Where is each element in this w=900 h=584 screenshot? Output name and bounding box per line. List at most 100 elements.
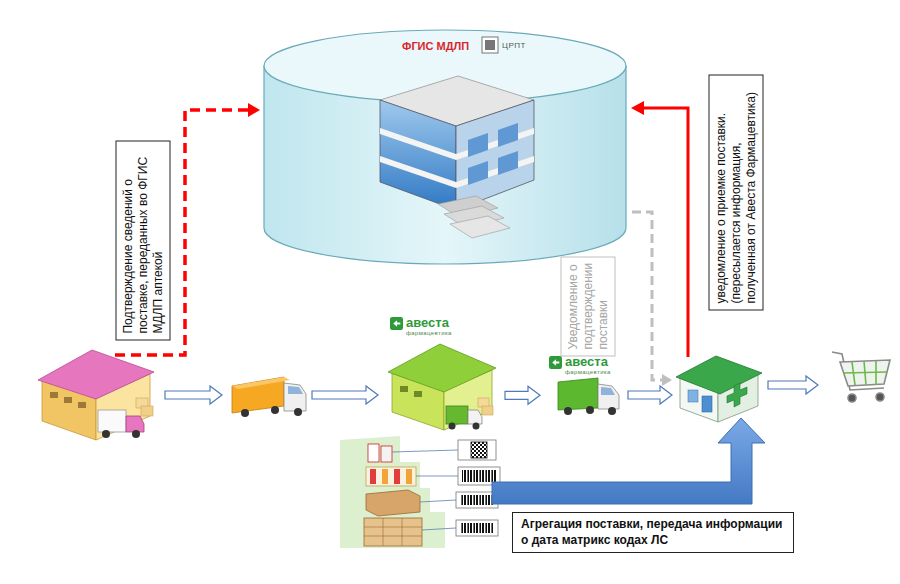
truck-orange-part — [294, 408, 302, 416]
warehouse-pink-part — [98, 410, 126, 432]
shopping-cart-part — [876, 393, 884, 401]
shopping-cart-part — [840, 360, 890, 386]
warehouse-pink-part — [64, 397, 72, 403]
warehouse-pink-part — [126, 416, 144, 432]
aggregation-levels-part — [458, 440, 496, 460]
company-logo-text: авестафармацевтика — [565, 355, 611, 376]
aggregation-levels-part — [416, 476, 458, 477]
database-node: ФГИС МДЛП ЦРПТ — [262, 28, 628, 266]
truck-green-part — [586, 406, 594, 414]
company-name: авеста — [406, 316, 452, 330]
notification-arrow — [632, 212, 672, 386]
warehouse-green-part — [449, 423, 456, 430]
aggregation-arrow — [492, 418, 765, 504]
company-node: авестафармацевтика — [386, 316, 498, 436]
aggregation-levels-part — [366, 467, 416, 486]
aggregation-levels-part — [366, 490, 420, 516]
system-title: ФГИС МДЛП — [402, 40, 469, 52]
warehouse-pink-part — [141, 406, 153, 416]
warehouse-pink-part — [50, 392, 58, 398]
acceptance-arrow-part — [631, 101, 644, 115]
aggregation-levels-part — [381, 446, 392, 462]
note-box: Уведомление о подтверждении поставки — [561, 256, 616, 356]
flow-arrow — [165, 376, 818, 404]
aggregation-levels-part — [394, 469, 400, 484]
aggregation-levels-part — [364, 527, 422, 528]
logo-icon — [390, 317, 403, 330]
label-box: Агрегация поставки, передача информации … — [512, 512, 794, 553]
warehouse-green-part — [400, 386, 408, 392]
note-text: Подтверждение сведений о поставке, перед… — [121, 147, 166, 333]
warehouse-green-part — [388, 344, 496, 392]
truck-orange-part — [232, 377, 290, 389]
acceptance-arrow — [631, 101, 688, 357]
database-cylinder — [262, 28, 628, 266]
logo-text: ЦРПТ — [502, 41, 526, 50]
note-box: уведомление о приемке поставки. (пересыл… — [709, 74, 764, 310]
cylinder-body — [264, 66, 626, 264]
aggregation-levels-part — [392, 450, 458, 452]
warehouse-pink-part — [78, 402, 86, 408]
warehouse-green-part — [414, 391, 422, 397]
aggregation-levels — [340, 436, 500, 548]
truck-green-part — [558, 378, 598, 410]
truck-green — [558, 378, 619, 415]
note-box: Подтверждение сведений о поставке, перед… — [116, 140, 171, 340]
company-name: авеста — [565, 355, 611, 369]
shopping-cart-part — [848, 394, 856, 402]
shopping-cart — [832, 352, 890, 402]
aggregation-levels-part — [460, 495, 494, 505]
aggregation-levels-part — [402, 518, 403, 546]
pharmacy — [676, 356, 762, 422]
pharmacy-part — [702, 396, 712, 412]
logo-icon — [390, 317, 403, 330]
warehouse-pink — [38, 350, 154, 440]
notification-arrow-part — [632, 212, 664, 380]
truck-orange-part — [284, 383, 306, 411]
aggregation-levels-part — [340, 436, 445, 548]
note-text: уведомление о приемке поставки. (пересыл… — [714, 81, 759, 303]
notification-arrow-part — [662, 374, 672, 386]
pharmacy-part — [727, 383, 747, 407]
truck-green-part — [598, 384, 619, 409]
warehouse-pink-part — [132, 430, 140, 438]
pharmacy-part — [676, 356, 762, 394]
note-text: Уведомление о подтверждении поставки — [566, 263, 611, 349]
warehouse-pink-part — [102, 430, 110, 438]
aggregation-levels-part — [460, 523, 494, 533]
flow-arrow-part — [312, 386, 378, 404]
flow-arrow-part — [768, 376, 818, 394]
warehouse-green-part — [473, 423, 480, 430]
aggregation-levels-part — [382, 469, 388, 484]
aggregation-levels-part — [462, 470, 496, 482]
aggregation-levels-part — [422, 528, 456, 530]
warehouse-green-part — [468, 410, 482, 424]
aggregation-levels-part — [471, 442, 487, 458]
warehouse-green-part — [478, 398, 489, 407]
flow-arrow — [505, 386, 540, 404]
acceptance-arrow-part — [642, 108, 688, 357]
shopping-cart-part — [843, 372, 887, 373]
building — [380, 76, 534, 238]
aggregation-levels-part — [368, 444, 379, 462]
company-logo: авестафармацевтика — [390, 316, 452, 337]
logo-icon — [549, 356, 562, 369]
company-subtitle: фармацевтика — [406, 330, 452, 337]
logo-icon — [552, 359, 559, 366]
aggregation-levels-part — [420, 500, 456, 502]
warehouse-green-part — [482, 406, 493, 415]
aggregation-arrow-part — [492, 418, 765, 504]
truck-green-part — [601, 387, 615, 395]
confirmation-arrow — [115, 103, 260, 355]
logo-icon — [485, 40, 495, 50]
confirmation-arrow-part — [115, 110, 250, 355]
company-logo: авестафармацевтика — [549, 355, 611, 376]
company-logo-text: авестафармацевтика — [406, 316, 452, 337]
company-subtitle: фармацевтика — [565, 369, 611, 376]
aggregation-levels-part — [370, 469, 376, 484]
logo-icon — [393, 320, 400, 327]
warehouse-pink-part — [38, 350, 154, 399]
aggregation-levels-part — [364, 518, 422, 546]
aggregation-levels-part — [383, 518, 384, 546]
